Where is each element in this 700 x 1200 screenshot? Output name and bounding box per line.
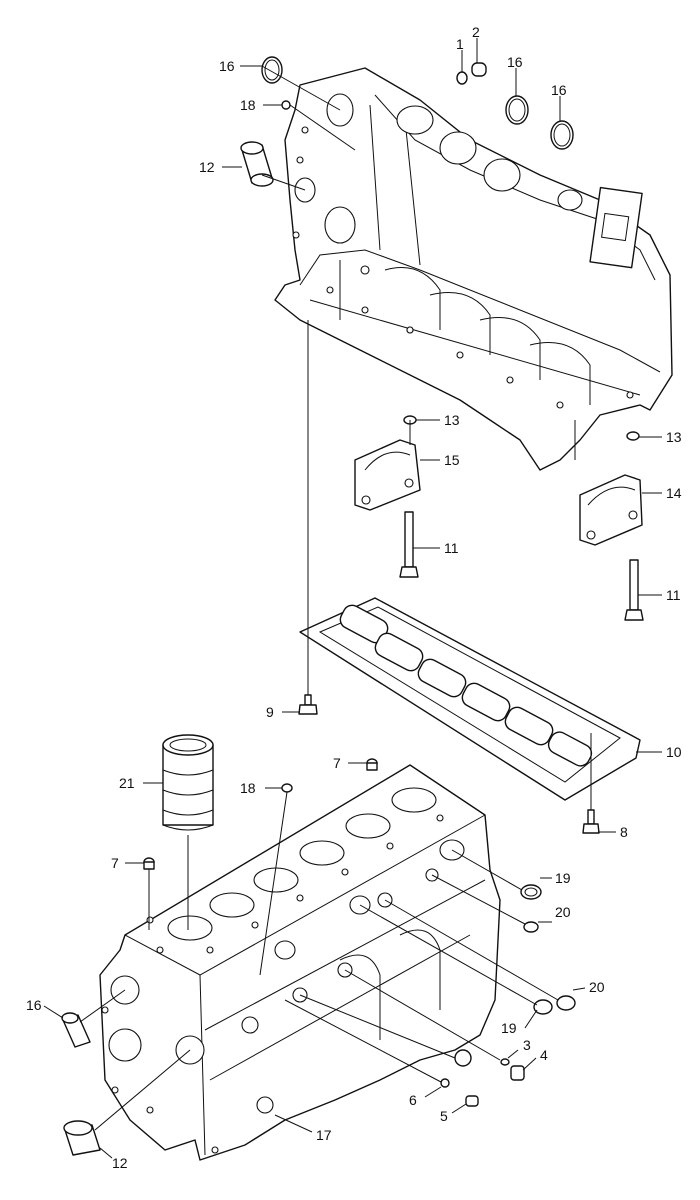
callout-12: 12 [112, 1155, 128, 1171]
callout-14: 14 [666, 485, 682, 501]
cylinder-liner [162, 734, 214, 930]
bolt-8 [582, 733, 600, 834]
bolt-9 [298, 320, 318, 715]
callout-17: 17 [316, 1127, 332, 1143]
callout-2: 2 [472, 24, 480, 40]
callout-7: 7 [111, 855, 119, 871]
callout-18: 18 [240, 97, 256, 113]
callout-3: 3 [523, 1037, 531, 1053]
callout-1: 1 [456, 36, 464, 52]
callout-16: 16 [507, 54, 523, 70]
upper-crankcase [274, 67, 673, 471]
small-parts-lower [61, 758, 576, 1156]
callout-20: 20 [555, 904, 571, 920]
callout-16: 16 [551, 82, 567, 98]
callout-4: 4 [540, 1047, 548, 1063]
callout-13: 13 [444, 412, 460, 428]
bearing-cap-14 [579, 431, 643, 546]
callout-16: 16 [219, 58, 235, 74]
callout-9: 9 [266, 704, 274, 720]
callout-10: 10 [666, 744, 682, 760]
cylinder-block [99, 764, 501, 1161]
callout-5: 5 [440, 1108, 448, 1124]
callout-15: 15 [444, 452, 460, 468]
callout-20: 20 [589, 979, 605, 995]
bolt-11a [399, 511, 419, 578]
callout-7: 7 [333, 755, 341, 771]
callout-19: 19 [555, 870, 571, 886]
callout-21: 21 [119, 775, 135, 791]
callout-12: 12 [199, 159, 215, 175]
callout-11: 11 [666, 587, 681, 603]
callout-labels: 1 2 16 16 16 18 12 13 15 11 13 14 11 9 1… [26, 24, 682, 1171]
bolt-11b [624, 559, 644, 621]
bearing-cap-15 [354, 415, 421, 511]
callout-19: 19 [501, 1020, 517, 1036]
oil-pan-gasket [299, 597, 641, 801]
seal-rings-top [240, 56, 574, 187]
callout-6: 6 [409, 1092, 417, 1108]
leader-lines [43, 38, 662, 1159]
callout-18: 18 [240, 780, 256, 796]
callout-8: 8 [620, 824, 628, 840]
callout-13: 13 [666, 429, 682, 445]
callout-16: 16 [26, 997, 42, 1013]
callout-11: 11 [444, 540, 459, 556]
